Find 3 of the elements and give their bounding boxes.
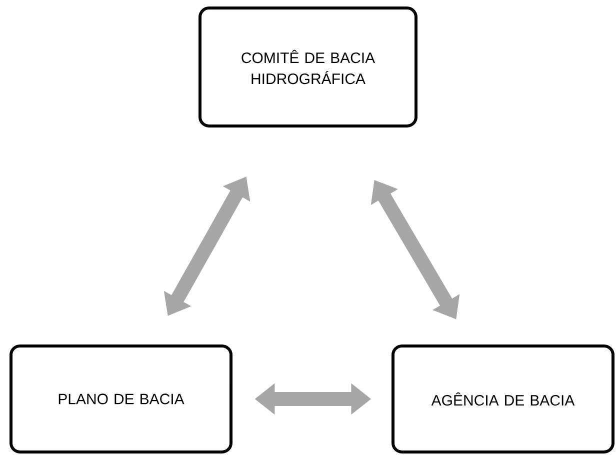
text-box: PLANO DE BACIA <box>10 344 232 454</box>
text-box: COMITÊ DE BACIA HIDROGRÁFICA <box>198 6 418 128</box>
text-box: AGÊNCIA DE BACIA <box>392 344 614 454</box>
